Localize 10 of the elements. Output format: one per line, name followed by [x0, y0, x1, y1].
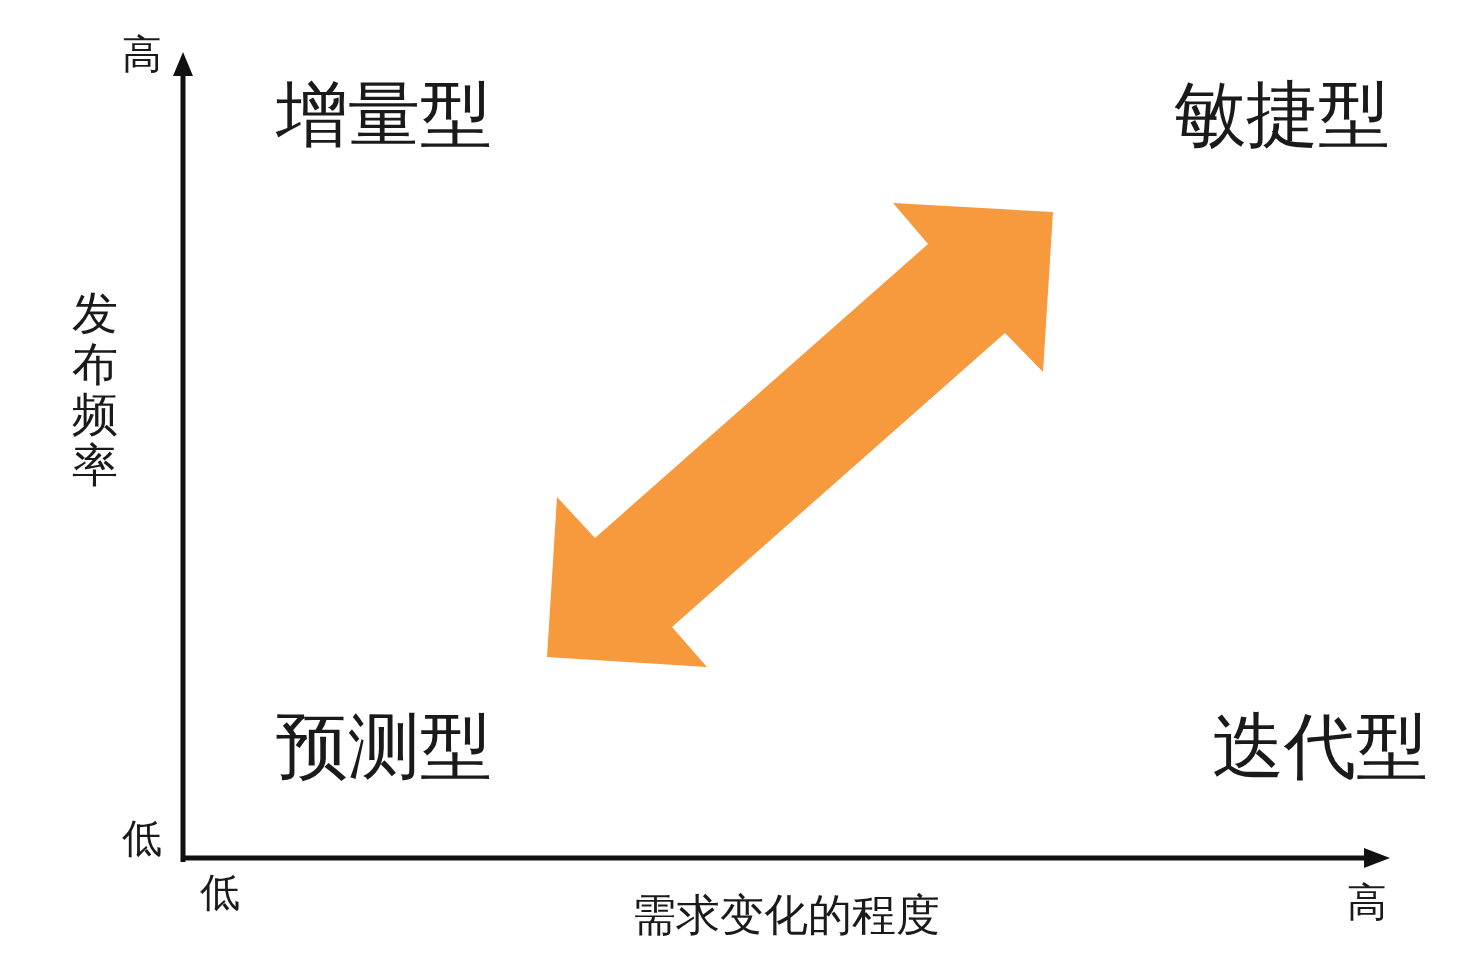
axis-tick-label: 低 — [122, 818, 162, 858]
quadrant-label: 预测型 — [276, 710, 492, 782]
quadrant-label: 增量型 — [276, 78, 492, 150]
axis-title: 发布频率 — [72, 288, 118, 491]
quadrant-label: 敏捷型 — [1174, 78, 1390, 150]
axis-title: 需求变化的程度 — [632, 893, 940, 937]
axis-tick-label: 低 — [200, 872, 240, 912]
axis-tick-label: 高 — [122, 34, 162, 74]
quadrant-label: 迭代型 — [1212, 710, 1428, 782]
axis-tick-label: 高 — [1347, 882, 1387, 922]
